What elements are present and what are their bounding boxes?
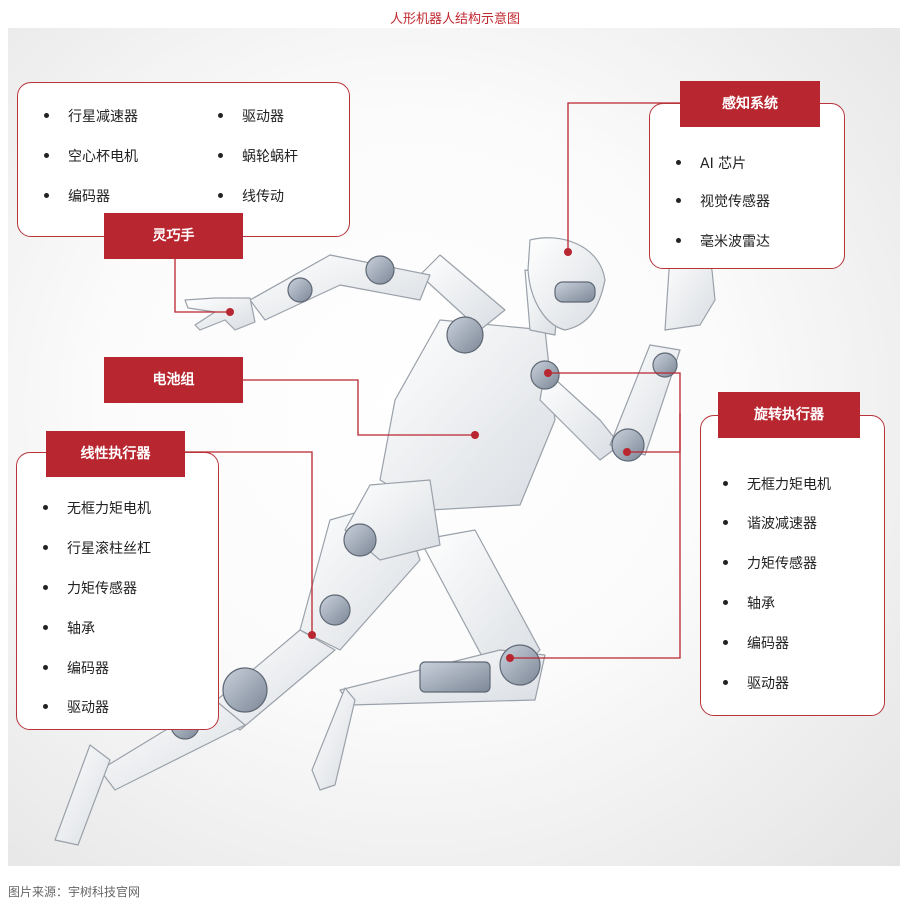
battery-label: 电池组 <box>104 357 243 403</box>
linear-actuator-label: 线性执行器 <box>46 431 185 477</box>
dexterous-hand-box: 行星减速器 驱动器 空心杯电机 蜗轮蜗杆 编码器 线传动 <box>17 82 350 237</box>
list-item: 轴承 <box>723 593 775 613</box>
perception-box: AI 芯片 视觉传感器 毫米波雷达 <box>649 103 845 269</box>
list-item: 视觉传感器 <box>676 191 770 211</box>
perception-label: 感知系统 <box>680 81 820 127</box>
joint-knee-front <box>222 667 268 713</box>
list-item: 轴承 <box>43 618 95 638</box>
dexterous-hand-label: 灵巧手 <box>104 213 243 259</box>
rear-shin-actuator <box>419 661 491 693</box>
head-visor <box>554 281 596 303</box>
page-title: 人形机器人结构示意图 <box>389 12 520 27</box>
rear-foot <box>311 687 356 791</box>
image-source-caption: 图片来源：宇树科技官网 <box>8 885 141 899</box>
list-item: 行星滚柱丝杠 <box>43 538 151 558</box>
rotary-actuator-box: 无框力矩电机 谐波减速器 力矩传感器 轴承 编码器 驱动器 <box>700 415 885 716</box>
joint-left-elbow <box>287 277 313 303</box>
list-item: 无框力矩电机 <box>43 498 151 518</box>
list-item: 力矩传感器 <box>723 553 817 573</box>
joint-shoulder <box>446 316 484 354</box>
left-upper-arm <box>419 254 506 331</box>
list-item: AI 芯片 <box>675 153 746 173</box>
list-item: 编码器 <box>44 186 110 206</box>
joint-front-actuator <box>319 594 351 626</box>
joint-left-shoulder <box>365 255 395 285</box>
front-foot <box>54 744 111 846</box>
list-item: 驱动器 <box>723 673 789 693</box>
left-forearm <box>249 254 431 321</box>
list-item: 编码器 <box>43 658 109 678</box>
list-item: 行星减速器 <box>44 106 138 126</box>
joint-chest <box>530 360 560 390</box>
list-item: 毫米波雷达 <box>676 231 770 251</box>
list-item: 编码器 <box>723 633 789 653</box>
list-item: 驱动器 <box>43 697 109 717</box>
joint-hip <box>343 523 377 557</box>
rotary-actuator-label: 旋转执行器 <box>718 392 860 438</box>
joint-knee-rear <box>499 644 541 686</box>
list-item: 力矩传感器 <box>43 578 137 598</box>
list-item: 线传动 <box>218 186 284 206</box>
list-item: 无框力矩电机 <box>723 474 831 494</box>
list-item: 驱动器 <box>218 106 284 126</box>
list-item: 蜗轮蜗杆 <box>218 146 298 166</box>
list-item: 谐波减速器 <box>723 513 817 533</box>
list-item: 空心杯电机 <box>44 146 138 166</box>
joint-right-elbow <box>611 428 645 462</box>
left-hand <box>184 297 256 331</box>
joint-right-wrist <box>652 352 678 378</box>
linear-actuator-box: 无框力矩电机 行星滚柱丝杠 力矩传感器 轴承 编码器 驱动器 <box>16 452 219 730</box>
